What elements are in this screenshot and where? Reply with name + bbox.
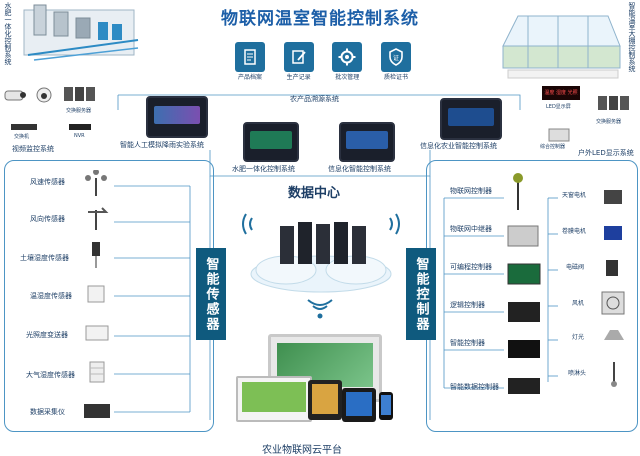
trace-tile-certificate[interactable]: 证 质检证书 xyxy=(374,42,418,92)
data-controller-icon xyxy=(508,378,540,394)
document-icon xyxy=(235,42,265,72)
laptop-screen[interactable] xyxy=(236,376,312,422)
trace-tile-label: 生产记录 xyxy=(286,74,311,81)
cloud-datacenter-illustration xyxy=(242,213,400,293)
rain-system-label: 智能人工模拟降雨实验系统 xyxy=(120,141,204,149)
led-screen: 温度 湿度 光照 xyxy=(542,86,580,100)
right-vertical-label: 智能温室大棚控制系统 xyxy=(628,2,636,72)
trace-tile-label: 批次管理 xyxy=(335,74,360,81)
datacenter-title: 数据中心 xyxy=(288,186,341,201)
controller-block: 智能控制器 xyxy=(406,248,436,340)
controller-label: 智能数据控制器 xyxy=(450,383,499,391)
left-vertical-label: 水肥一体化控制系统 xyxy=(4,2,12,65)
sensor-connector xyxy=(114,185,191,413)
controller-label: 逻辑控制器 xyxy=(450,301,485,309)
sensor-label: 光照度变送器 xyxy=(26,331,68,339)
outdoor-led-label: 户外LED显示系统 xyxy=(578,149,634,157)
irrigation-system-illustration xyxy=(23,4,139,61)
nvr-label: NVR xyxy=(74,133,85,139)
sensor-label: 温湿度传感器 xyxy=(30,292,72,300)
signal-icon xyxy=(307,299,333,319)
window-motor-icon xyxy=(604,190,622,204)
sensor-label: 风向传感器 xyxy=(30,215,65,223)
light-sensor-icon xyxy=(85,325,109,341)
tablet-screen[interactable] xyxy=(308,380,342,420)
iot-controller-icon xyxy=(513,173,523,210)
right-ctrl-label: 综合控制器 xyxy=(540,144,566,150)
gear-icon xyxy=(332,42,363,72)
water-system-label: 水肥一体化控制系统 xyxy=(232,165,295,173)
switch-label: 交换机 xyxy=(14,134,30,140)
camera-icon xyxy=(4,87,52,103)
water-system-screen[interactable] xyxy=(243,122,299,162)
phone-screen[interactable] xyxy=(379,392,393,420)
info-system-label: 信息化智能控制系统 xyxy=(328,165,391,173)
device-label: 风机 xyxy=(572,300,585,307)
valve-icon xyxy=(606,260,618,276)
device-label: 灯光 xyxy=(572,334,585,341)
rain-system-screen[interactable] xyxy=(146,96,208,138)
controller-label: 智能控制器 xyxy=(450,339,485,347)
device-label: 天窗电机 xyxy=(562,192,587,199)
wind-vane-icon xyxy=(88,207,109,230)
logic-controller-icon xyxy=(508,302,540,322)
sensor-label: 数据采集仪 xyxy=(30,408,65,416)
shield-icon: 证 xyxy=(380,42,411,72)
soil-sensor-icon xyxy=(92,242,100,268)
svg-text:证: 证 xyxy=(393,55,399,62)
plc-icon xyxy=(507,263,541,285)
fan-icon xyxy=(601,291,625,315)
right-server-label: 交换服务器 xyxy=(596,119,622,125)
controller-connector xyxy=(443,197,558,389)
data-collector-icon xyxy=(84,404,110,418)
video-system-label: 视频监控系统 xyxy=(12,145,54,153)
controller-icon xyxy=(548,128,570,142)
sensor-block: 智能传感器 xyxy=(196,248,226,340)
trace-system-label: 农产品溯源系统 xyxy=(290,95,339,103)
film-motor-icon xyxy=(604,226,622,240)
sprinkler-icon xyxy=(611,362,617,387)
relay-icon xyxy=(507,225,539,247)
server-icon xyxy=(598,96,629,110)
trace-tile-label: 质检证书 xyxy=(383,74,408,81)
greenhouse-illustration xyxy=(502,15,621,79)
controller-label: 物联网中继器 xyxy=(450,225,492,233)
led-label: LED显示屏 xyxy=(546,104,571,110)
device-label: 喷淋头 xyxy=(568,370,587,377)
device-label: 电磁阀 xyxy=(566,264,585,271)
lamp-icon xyxy=(604,330,624,340)
controller-icons xyxy=(443,173,625,394)
smart-controller-icon xyxy=(508,340,540,358)
sensor-icons xyxy=(84,170,191,418)
info-system-screen[interactable] xyxy=(339,122,395,162)
trace-tile-label: 产品档案 xyxy=(237,74,262,81)
sensor-label: 风速传感器 xyxy=(30,178,65,186)
anemometer-icon xyxy=(85,170,107,196)
trace-tile-archive[interactable]: 产品档案 xyxy=(228,42,272,92)
platform-label: 农业物联网云平台 xyxy=(262,445,342,456)
trace-tile-records[interactable]: 生产记录 xyxy=(277,42,321,92)
page-title: 物联网温室智能控制系统 xyxy=(221,9,419,29)
server-icon xyxy=(64,87,95,101)
agri-system-screen[interactable] xyxy=(440,98,502,140)
wifi-icon xyxy=(242,213,400,235)
air-sensor-icon xyxy=(89,361,105,383)
trace-tile-batch[interactable]: 批次管理 xyxy=(325,42,369,92)
left-server-label: 交换服务器 xyxy=(66,108,92,114)
humidity-sensor-icon xyxy=(87,285,105,303)
device-label: 卷膜电机 xyxy=(562,228,587,235)
edit-icon xyxy=(283,42,314,72)
sensor-label: 大气湿度传感器 xyxy=(26,371,75,379)
agri-system-label: 信息化农业智能控制系统 xyxy=(420,142,497,150)
controller-label: 物联网控制器 xyxy=(450,187,492,195)
tablet-blue-screen[interactable] xyxy=(342,388,376,422)
switch-icon xyxy=(11,124,37,130)
nvr-icon xyxy=(69,124,91,130)
controller-label: 可编程控制器 xyxy=(450,263,492,271)
sensor-label: 土壤湿度传感器 xyxy=(20,254,69,262)
